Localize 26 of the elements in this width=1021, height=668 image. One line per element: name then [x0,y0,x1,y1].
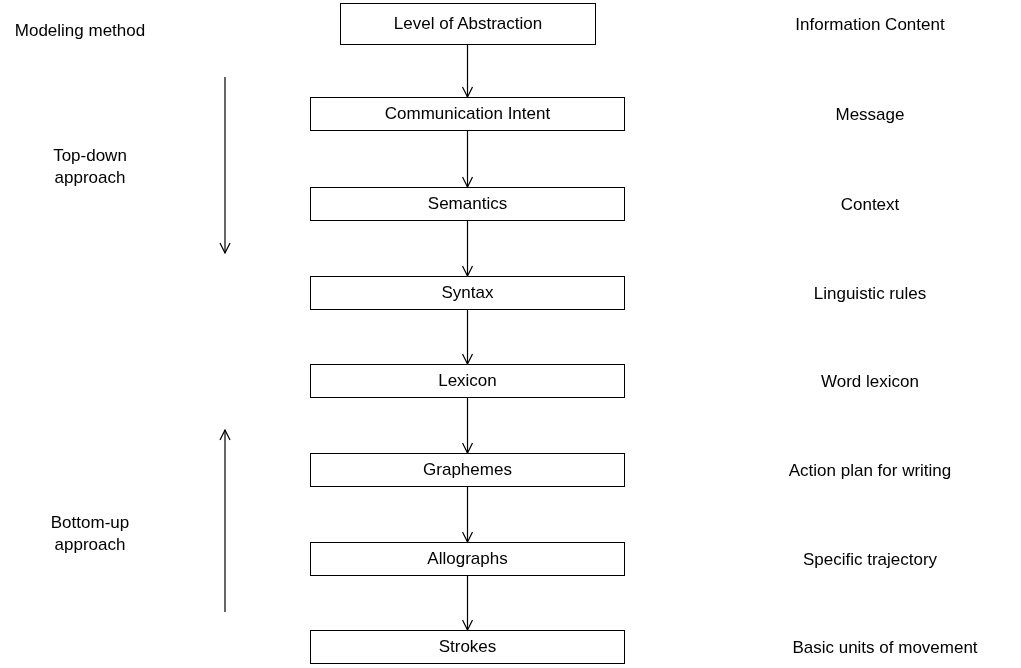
arrow [461,397,474,454]
arrow [461,44,474,98]
arrow [461,309,474,365]
process-box: Graphemes [310,453,625,487]
annotation-text: Action plan for writing [787,460,953,482]
annotation-text: Basic units of movement [791,637,979,659]
annotation-text: Word lexicon [820,371,920,393]
process-box: Communication Intent [310,97,625,131]
arrow [461,220,474,277]
annotation-text: Top-down approach [52,145,128,190]
arrow [461,130,474,188]
annotation-text: Context [839,194,901,216]
process-box: Allographs [310,542,625,576]
annotation-text: Bottom-up approach [49,512,131,557]
annotation-text: Linguistic rules [812,283,928,305]
arrow [461,575,474,631]
process-box: Lexicon [310,364,625,398]
arrow [461,486,474,543]
column-header: Information Content [794,14,946,36]
process-box: Semantics [310,187,625,221]
annotation-text: Message [834,104,906,126]
column-header: Modeling method [13,20,147,42]
process-box: Level of Abstraction [340,3,596,45]
process-box: Strokes [310,630,625,664]
annotation-text: Specific trajectory [801,549,939,571]
process-box: Syntax [310,276,625,310]
